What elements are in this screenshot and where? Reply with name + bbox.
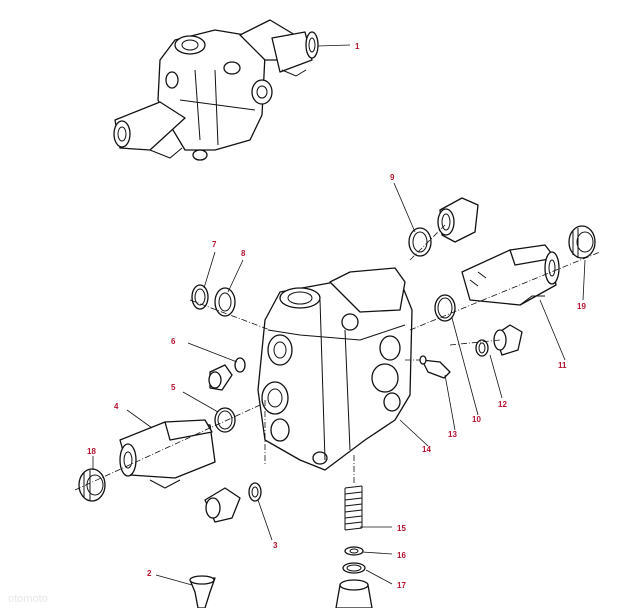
callout-6: 6 [171, 337, 176, 346]
callout-10: 10 [472, 415, 481, 424]
plug-6-and-o-rings [191, 284, 246, 433]
screw-13 [419, 355, 451, 379]
washer-16 [344, 546, 364, 556]
callout-13: 13 [448, 430, 457, 439]
callout-4: 4 [114, 402, 119, 411]
ring-17 [342, 562, 366, 574]
callout-17: 17 [397, 581, 406, 590]
callout-16: 16 [397, 551, 406, 560]
valve-body-14 [257, 267, 413, 471]
plug-3 [204, 482, 262, 523]
nut-18 [78, 468, 106, 502]
plug-9 [408, 197, 479, 257]
callout-14: 14 [422, 445, 431, 454]
o-ring-10 [434, 294, 456, 322]
plug-bottom [335, 579, 373, 608]
callout-5: 5 [171, 383, 176, 392]
fitting-2 [189, 575, 216, 608]
leader-lines [92, 44, 586, 586]
solenoid-4 [119, 419, 216, 489]
callout-18: 18 [87, 447, 96, 456]
callout-9: 9 [390, 173, 395, 182]
callout-3: 3 [273, 541, 278, 550]
nut-19 [568, 225, 596, 259]
assembled-valve-block [113, 19, 319, 161]
callout-8: 8 [241, 249, 246, 258]
callout-19: 19 [577, 302, 586, 311]
callout-12: 12 [498, 400, 507, 409]
callout-15: 15 [397, 524, 406, 533]
spring-15 [344, 485, 363, 531]
callout-labels: 1 2 3 4 5 6 7 8 9 10 11 12 13 14 15 16 1… [87, 42, 586, 590]
callout-11: 11 [558, 361, 567, 370]
plug-12 [475, 324, 523, 357]
solenoid-11 [461, 244, 560, 306]
center-lines [74, 224, 601, 491]
watermark-text: otomoto [8, 593, 48, 605]
callout-7: 7 [212, 240, 217, 249]
callout-1: 1 [355, 42, 360, 51]
callout-2: 2 [147, 569, 152, 578]
